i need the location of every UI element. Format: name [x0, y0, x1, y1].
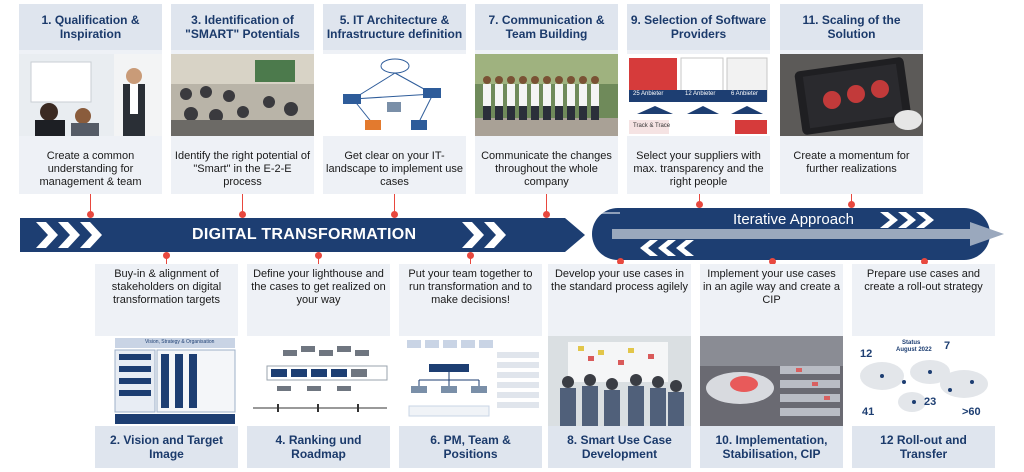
workshop-photo: [171, 54, 314, 136]
status-date: August 2022: [896, 347, 932, 353]
org-chart: [399, 336, 542, 426]
step-card-2: Buy-in & alignment of stakeholders on di…: [95, 264, 238, 468]
pin-step-1: [87, 194, 94, 218]
step-card-9: 9. Selection of Software Providers 25 An…: [627, 4, 770, 194]
team-whiteboard-photo: [548, 336, 691, 426]
stat-7: 7: [944, 340, 951, 352]
step-card-4: Define your lighthouse and the cases to …: [247, 264, 390, 468]
step-title: 4. Ranking und Roadmap: [247, 426, 390, 468]
step-card-12: Prepare use cases and create a roll-out …: [852, 264, 995, 468]
step-description: Buy-in & alignment of stakeholders on di…: [111, 268, 222, 306]
step-card-3: 3. Identification of "SMART" Potentials …: [171, 4, 314, 194]
status-title: Status: [902, 340, 921, 346]
pin-step-4: [315, 252, 322, 264]
step-title: 7. Communication & Team Building: [475, 4, 618, 50]
step-description: Communicate the changes throughout the w…: [481, 150, 612, 188]
stat-23: 23: [924, 396, 937, 408]
step-title: 2. Vision and Target Image: [95, 426, 238, 468]
pin-step-6: [467, 252, 474, 264]
pin-step-5: [391, 194, 398, 218]
digital-transformation-label: DIGITAL TRANSFORMATION: [192, 226, 417, 243]
presentation-photo: [19, 54, 162, 136]
provider-count-12: 12 Anbieter: [685, 91, 716, 97]
roadmap-chart: [247, 336, 390, 426]
step-title: 3. Identification of "SMART" Potentials: [171, 4, 314, 50]
step-title: 10. Implementation, Stabilisation, CIP: [700, 426, 843, 468]
step-title: 8. Smart Use Case Development: [548, 426, 691, 468]
rollout-status-map: Status August 2022 12 7 41 23 >60: [852, 336, 995, 426]
vision-strategy-slide: Vision, Strategy & Organisation: [95, 336, 238, 426]
step-description: Select your suppliers with max. transpar…: [633, 150, 764, 188]
pin-step-11: [848, 194, 855, 208]
tablet-photo: [780, 54, 923, 136]
pin-step-3: [239, 194, 246, 218]
step-title: 9. Selection of Software Providers: [627, 4, 770, 50]
step-card-11: 11. Scaling of the Solution Create a mom…: [780, 4, 923, 194]
step-card-6: Put your team together to run transforma…: [399, 264, 542, 468]
step-description: Create a momentum for further realizatio…: [793, 150, 910, 175]
step-title: 6. PM, Team & Positions: [399, 426, 542, 468]
step-card-8: Develop your use cases in the standard p…: [548, 264, 691, 468]
step-title: 12 Roll-out and Transfer: [852, 426, 995, 468]
stat-41: 41: [862, 406, 875, 418]
team-photo: [475, 54, 618, 136]
pin-step-2: [163, 252, 170, 264]
step-card-5: 5. IT Architecture & Infrastructure defi…: [323, 4, 466, 194]
step-title: 5. IT Architecture & Infrastructure defi…: [323, 4, 466, 50]
step-description: Implement your use cases in an agile way…: [703, 268, 840, 306]
vision-slide-header: Vision, Strategy & Organisation: [145, 339, 215, 345]
pin-step-7: [543, 194, 550, 218]
step-card-7: 7. Communication & Team Building: [475, 4, 618, 194]
track-trace-label: Track & Trace: [633, 123, 671, 129]
step-card-10: Implement your use cases in an agile way…: [700, 264, 843, 468]
it-architecture-diagram: [323, 54, 466, 136]
step-title: 11. Scaling of the Solution: [780, 4, 923, 50]
step-description: Create a common understanding for manage…: [39, 150, 142, 188]
step-card-1: 1. Qualification & Inspiration Create a …: [19, 4, 162, 194]
step-title: 1. Qualification & Inspiration: [19, 4, 162, 50]
stat-60: >60: [962, 406, 981, 418]
step-description: Identify the right potential of "Smart" …: [174, 150, 311, 188]
iterative-approach-label: Iterative Approach: [733, 211, 854, 228]
stat-12: 12: [860, 348, 873, 360]
production-photo: [700, 336, 843, 426]
pin-step-9: [696, 194, 703, 208]
step-description: Prepare use cases and create a roll-out …: [864, 268, 983, 293]
step-description: Put your team together to run transforma…: [408, 268, 533, 306]
step-description: Get clear on your IT-landscape to implem…: [326, 150, 463, 188]
provider-count-25: 25 Anbieter: [633, 91, 664, 97]
step-description: Define your lighthouse and the cases to …: [251, 268, 386, 306]
provider-count-6: 6 Anbieter: [731, 91, 759, 97]
step-description: Develop your use cases in the standard p…: [551, 268, 688, 293]
provider-funnel-graphic: 25 Anbieter 12 Anbieter 6 Anbieter Track…: [627, 54, 770, 136]
